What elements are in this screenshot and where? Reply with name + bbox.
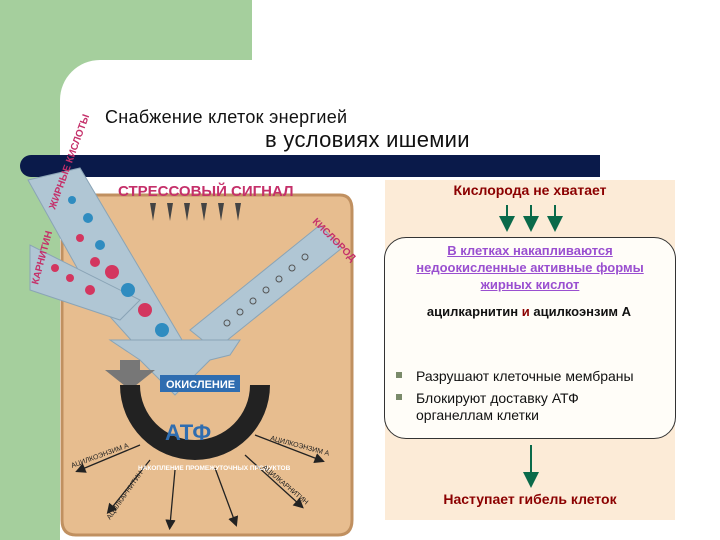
oxygen-dot xyxy=(288,264,296,272)
stress-signal-label: СТРЕССОВЫЙ СИГНАЛ xyxy=(118,182,294,200)
oxygen-dot xyxy=(249,297,257,305)
oxygen-dot xyxy=(262,286,270,294)
consequence-box xyxy=(384,237,676,439)
oxygen-lack-label: Кислорода не хватает xyxy=(453,182,607,198)
oxygen-dot xyxy=(301,253,309,261)
bullet-item: Блокируют доставку АТФ органеллам клетки xyxy=(396,390,656,424)
intermediate-label: НАКОПЛЕНИЕ ПРОМЕЖУТОЧНЫХ ПРОДУКТОВ xyxy=(138,465,291,472)
oxidation-band xyxy=(160,375,240,392)
fatty-acid-dot xyxy=(83,213,93,223)
stress-signal-arrow-2 xyxy=(167,203,173,221)
title-line-1: Снабжение клеток энергией xyxy=(105,107,348,127)
stress-signal-arrow-1 xyxy=(150,203,156,221)
radial-arrow-2 xyxy=(106,459,151,515)
acyl-compounds: ацилкарнитин и ацилкоэнзим А xyxy=(384,304,674,319)
radial-arrow-5 xyxy=(244,454,304,509)
atp-arc xyxy=(120,385,270,460)
bullet-square-icon xyxy=(396,394,402,401)
bullet-square-icon xyxy=(396,372,402,379)
fatty-acid-dot xyxy=(68,196,76,204)
fatty-acid-dot xyxy=(121,283,135,297)
stress-signal-arrow-6 xyxy=(235,203,241,221)
bullet-item: Разрушают клеточные мембраны xyxy=(396,368,656,385)
oxygen-dot xyxy=(236,308,244,316)
carnitine-dot xyxy=(85,285,95,295)
carnitine-dot xyxy=(51,264,59,272)
carnitine-stream xyxy=(29,244,141,321)
title-divider-bar xyxy=(20,155,600,177)
radial-arrow-4 xyxy=(214,467,239,527)
radial-arrow-3 xyxy=(165,469,176,531)
bullet-text: Разрушают клеточные мембраны xyxy=(416,368,634,384)
radial-arrow-6 xyxy=(254,434,325,463)
stress-signal-arrow-3 xyxy=(184,203,190,221)
fatty-acid-dot xyxy=(105,265,119,279)
acylcoa-text: ацилкоэнзим А xyxy=(533,304,632,319)
oxidation-label: ОКИСЛЕНИЕ xyxy=(166,379,235,391)
radial-arrow-1 xyxy=(75,444,141,473)
accumulation-text: В клетках накапливаются недоокисленные а… xyxy=(416,243,644,292)
atp-label: АТФ xyxy=(165,420,211,445)
oxidation-arrow xyxy=(105,360,155,390)
carnitine-dot xyxy=(66,274,74,282)
fatty-acid-dot xyxy=(138,303,152,317)
oxygen-dot xyxy=(275,275,283,283)
fatty-acid-dot xyxy=(76,234,84,242)
oxygen-dot xyxy=(223,319,231,327)
fatty-acid-dot xyxy=(155,323,169,337)
title-line-2: в условиях ишемии xyxy=(265,127,470,152)
fatty-acid-dot xyxy=(90,257,100,267)
cell-death-label: Наступает гибель клеток xyxy=(443,491,617,507)
acylcarnitine-text: ацилкарнитин xyxy=(426,304,519,319)
stress-signal-arrow-4 xyxy=(201,203,207,221)
fatty-acid-dot xyxy=(95,240,105,250)
and-text: и xyxy=(521,304,530,319)
bullet-text: Блокируют доставку АТФ органеллам клетки xyxy=(416,390,579,423)
stress-signal-arrow-5 xyxy=(218,203,224,221)
